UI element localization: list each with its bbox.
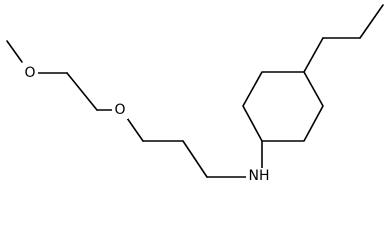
- bond-c4-c5: [182, 140, 208, 178]
- ether-oxygen-atom: O: [112, 101, 128, 119]
- ether-oxygen-label: O: [114, 102, 125, 118]
- amine-atom: NH: [246, 168, 272, 184]
- bond-ring-propyl: [303, 37, 324, 73]
- cyclohexane-ring: [242, 71, 324, 142]
- bond-c1-c2: [66, 72, 98, 111]
- molecule-structure: O O NH: [6, 4, 384, 184]
- bond-o2-c3: [126, 117, 144, 142]
- bond-methyl-o1: [6, 40, 23, 63]
- bond-propyl-c3: [359, 4, 384, 39]
- methoxy-oxygen-atom: O: [22, 64, 38, 82]
- methoxy-oxygen-label: O: [24, 65, 35, 81]
- amine-label: NH: [249, 168, 270, 184]
